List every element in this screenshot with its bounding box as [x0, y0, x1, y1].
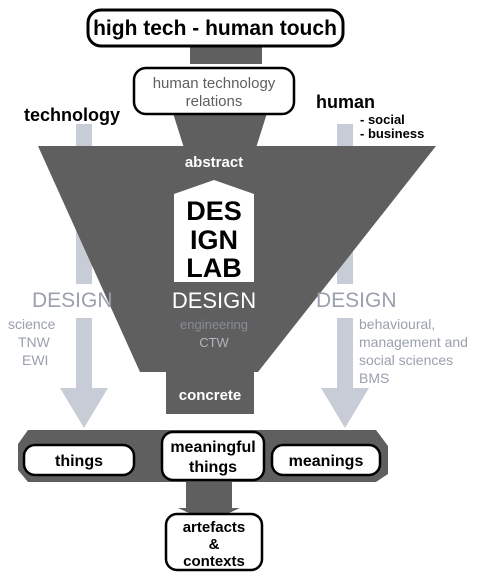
business-item: - business — [360, 126, 424, 141]
funnel-stem — [166, 364, 254, 414]
top-box-line-2: relations — [186, 93, 243, 110]
ctw-label: CTW — [199, 335, 229, 350]
artefacts-contexts-box — [164, 512, 264, 572]
things-box — [22, 443, 136, 477]
right-faculty-bms: BMS — [359, 370, 389, 386]
top-box-line-1: human technology — [153, 75, 276, 92]
things-center-label: things — [189, 459, 237, 476]
meaningful-things-box — [160, 430, 266, 482]
logo-line-2: IGN — [190, 225, 238, 255]
title-box — [86, 8, 345, 48]
ampersand-label: & — [209, 536, 220, 553]
left-design-label: DESIGN — [32, 289, 113, 312]
contexts-label: contexts — [183, 553, 245, 570]
artefacts-label: artefacts — [183, 519, 246, 536]
output-connector — [186, 482, 232, 512]
things-label: things — [55, 453, 103, 470]
abstract-label: abstract — [185, 154, 243, 171]
funnel-neck — [172, 110, 268, 148]
left-faculty-science: science — [8, 316, 56, 332]
engineering-label: engineering — [180, 317, 248, 332]
right-faculty-line-3: social sciences — [359, 352, 453, 368]
technology-heading: technology — [24, 105, 120, 125]
concrete-label: concrete — [179, 387, 242, 404]
meanings-box — [270, 443, 382, 477]
right-faculty-line-2: management and — [359, 334, 468, 350]
human-technology-relations-box — [132, 66, 296, 116]
right-faculty-line-1: behavioural, — [359, 316, 435, 332]
title-text: high tech - human touch — [93, 17, 337, 40]
left-faculty-tnw: TNW — [18, 334, 51, 350]
meanings-label: meanings — [289, 453, 364, 470]
meaningful-label: meaningful — [170, 439, 255, 456]
design-lab-logo: DES IGN LAB — [174, 180, 254, 283]
logo-line-1: DES — [186, 196, 242, 226]
logo-line-3: LAB — [186, 253, 242, 283]
social-item: - social — [360, 112, 405, 127]
human-heading: human — [316, 92, 375, 112]
left-faculty-ewi: EWI — [22, 352, 48, 368]
right-design-label: DESIGN — [316, 289, 397, 312]
center-design-label: DESIGN — [172, 288, 256, 313]
